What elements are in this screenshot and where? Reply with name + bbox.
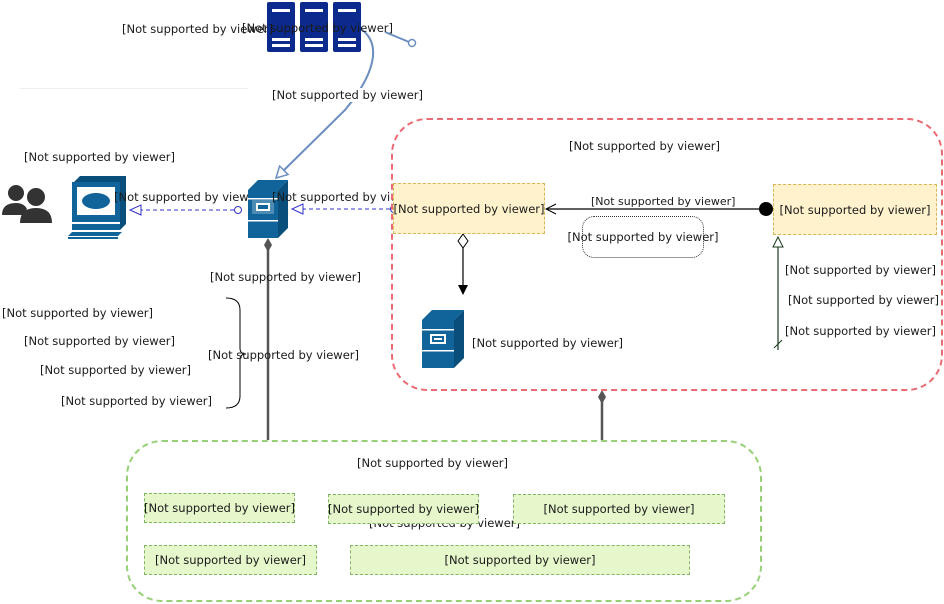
green-box-3-label: [Not supported by viewer]	[543, 502, 695, 516]
right-item-3: [Not supported by viewer]	[785, 324, 937, 338]
server-diamond	[264, 238, 272, 252]
green-box-2-label: [Not supported by viewer]	[328, 502, 480, 516]
start-dot	[759, 202, 773, 216]
note-box-label: [Not supported by viewer]	[567, 230, 719, 244]
users-icon	[2, 185, 52, 223]
green-box-5[interactable]: [Not supported by viewer]	[350, 545, 690, 575]
green-box-3[interactable]: [Not supported by viewer]	[513, 494, 725, 524]
green-box-5-label: [Not supported by viewer]	[444, 553, 596, 567]
server-link-label: [Not supported by viewer]	[272, 190, 424, 204]
brace-item-4: [Not supported by viewer]	[61, 394, 213, 408]
workstation-icon	[68, 176, 126, 239]
green-box-1-label: [Not supported by viewer]	[144, 501, 296, 515]
brace-item-2: [Not supported by viewer]	[24, 334, 176, 348]
green-box-4-label: [Not supported by viewer]	[154, 553, 306, 567]
brace-item-1: [Not supported by viewer]	[2, 306, 154, 320]
file-server-icon	[422, 310, 464, 368]
file-server-label: [Not supported by viewer]	[472, 336, 624, 350]
red-right-box[interactable]: [Not supported by viewer]	[773, 184, 937, 235]
server-rack-label-overlay: [Not supported by viewer]	[242, 21, 394, 35]
red-right-box-label: [Not supported by viewer]	[779, 202, 931, 217]
right-item-1: [Not supported by viewer]	[785, 263, 937, 277]
green-container-title: [Not supported by viewer]	[357, 456, 509, 470]
green-box-1[interactable]: [Not supported by viewer]	[144, 493, 295, 523]
red-container-title: [Not supported by viewer]	[569, 139, 721, 153]
green-box-4[interactable]: [Not supported by viewer]	[144, 545, 317, 575]
tower-server-icon	[248, 180, 288, 238]
server-rack-icon	[267, 2, 361, 52]
rack-to-server-connector	[276, 23, 375, 178]
server-rack-label-left: [Not supported by viewer]	[122, 22, 274, 36]
note-box[interactable]: [Not supported by viewer]	[568, 216, 719, 258]
generalization-tick	[773, 339, 783, 349]
red-container	[391, 118, 943, 391]
red-left-box-label: [Not supported by viewer]	[393, 201, 545, 216]
divider-line	[20, 88, 248, 89]
server-below-label: [Not supported by viewer]	[210, 270, 362, 284]
red-container-diamond	[598, 390, 606, 404]
brace-shape	[225, 297, 247, 409]
arrow-label: [Not supported by viewer]	[591, 195, 736, 208]
users-label: [Not supported by viewer]	[24, 150, 176, 164]
generalization-head	[772, 235, 784, 248]
green-container	[126, 440, 762, 602]
green-box-2[interactable]: [Not supported by viewer]	[328, 494, 479, 524]
red-left-box[interactable]: [Not supported by viewer]	[393, 183, 545, 234]
rack-lollipop-circle	[407, 38, 417, 48]
brace-item-3: [Not supported by viewer]	[40, 363, 192, 377]
brace-label: [Not supported by viewer]	[208, 348, 360, 362]
right-item-2: [Not supported by viewer]	[788, 293, 940, 307]
workstation-link-label: [Not supported by viewer]	[114, 190, 266, 204]
rack-lollipop-line	[384, 31, 410, 43]
connector-label: [Not supported by viewer]	[272, 88, 424, 102]
server-link-circle	[234, 206, 242, 214]
